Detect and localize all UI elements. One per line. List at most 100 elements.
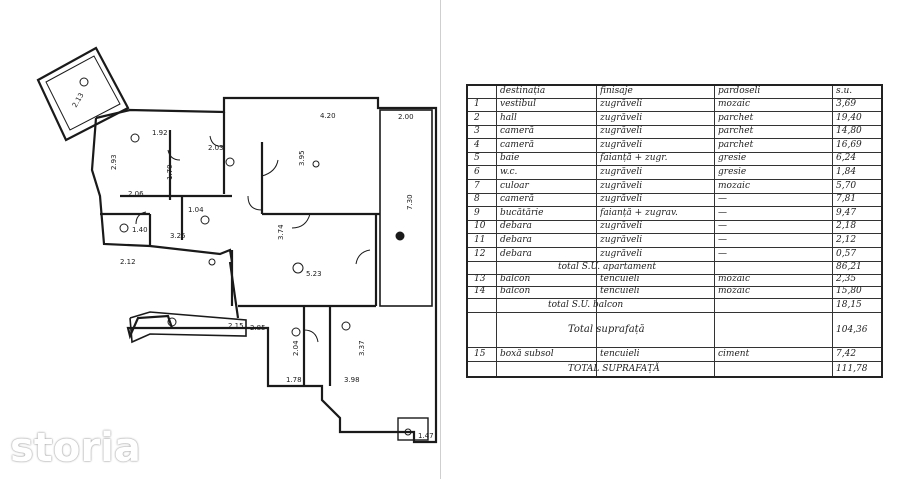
row-nr: 2 xyxy=(474,112,480,123)
row-pard: mozaic xyxy=(718,99,750,109)
row-dest: hall xyxy=(500,112,517,123)
dim-2-04: 2.04 xyxy=(292,340,300,356)
row-nr: 11 xyxy=(474,235,486,245)
total-su-apartment-value: 86,21 xyxy=(836,262,862,272)
header-finisaje: finisaje xyxy=(600,86,633,96)
row-pard: parchet xyxy=(718,112,754,123)
row-nr: 14 xyxy=(474,286,486,296)
dim-3-95: 3.95 xyxy=(298,150,306,166)
dim-1-92: 1.92 xyxy=(152,129,168,137)
row-su: 7,42 xyxy=(836,349,857,359)
dim-3-25: 3.25 xyxy=(170,232,186,240)
table-row: 13 balcon tencuieli mozaic 2,35 xyxy=(468,274,881,287)
dim-1-47: 1.47 xyxy=(418,432,434,440)
row-fin: faianță + zugr. xyxy=(600,153,668,164)
row-fin: tencuieli xyxy=(600,274,640,284)
row-nr: 13 xyxy=(474,274,486,284)
row-dest: cameră xyxy=(500,194,534,205)
row-dest: boxă subsol xyxy=(500,349,554,359)
row-nr: 9 xyxy=(474,207,480,218)
row-dest: debara xyxy=(500,221,532,232)
row-su: 14,80 xyxy=(836,126,862,137)
page-divider xyxy=(440,0,441,479)
table-row: 5 baie faianță + zugr. gresie 6,24 xyxy=(468,152,881,167)
header-su: s.u. xyxy=(836,86,853,96)
grand-total-row: TOTAL SUPRAFAȚĂ 111,78 xyxy=(468,362,881,376)
outer-wall xyxy=(95,96,438,444)
row-dest: cameră xyxy=(500,139,534,150)
row-pard: gresie xyxy=(718,167,747,177)
row-fin: zugrăveli xyxy=(600,167,643,177)
row-dest: balcon xyxy=(500,274,531,284)
row-su: 6,24 xyxy=(836,153,857,164)
row-su: 3,69 xyxy=(836,99,857,109)
row-su: 2,18 xyxy=(836,221,857,232)
dim-2-93: 2.93 xyxy=(110,154,118,170)
row-fin: zugrăveli xyxy=(600,139,643,150)
dim-2-85: 2.85 xyxy=(250,324,266,332)
area-schedule-table: destinația finisaje pardoseli s.u. 1 vest… xyxy=(466,84,883,378)
dim-2-12: 2.12 xyxy=(120,258,136,266)
dim-3-74: 3.74 xyxy=(277,224,285,240)
row-su: 16,69 xyxy=(836,139,862,150)
table-row: 10 debara zugrăveli — 2,18 xyxy=(468,220,881,235)
dim-2-03: 2.03 xyxy=(208,144,224,152)
row-pard: gresie xyxy=(718,153,747,164)
row-su: 15,80 xyxy=(836,286,862,296)
grand-total-label: TOTAL SUPRAFAȚĂ xyxy=(568,364,660,374)
row-su: 0,57 xyxy=(836,248,857,259)
row-nr: 3 xyxy=(474,126,480,137)
dim-2-15: 2.15 xyxy=(228,322,244,330)
table-row: 14 balcon tencuieli mozaic 15,80 xyxy=(468,286,881,299)
row-dest: vestibul xyxy=(500,99,536,109)
total-su-balcony-row: total S.U. balcon 18,15 xyxy=(468,298,881,313)
row-dest: bucătărie xyxy=(500,207,544,218)
dim-3-37: 3.37 xyxy=(358,340,366,356)
header-pardoseli: pardoseli xyxy=(718,86,761,96)
row-pard: — xyxy=(718,221,727,232)
row-nr: 5 xyxy=(474,153,480,164)
balcony-13-outline xyxy=(36,46,130,142)
dim-7-30: 7.30 xyxy=(406,194,414,210)
row-pard: mozaic xyxy=(718,274,750,284)
row-fin: tencuieli xyxy=(600,349,640,359)
row-fin: zugrăveli xyxy=(600,221,643,232)
dim-4-20: 4.20 xyxy=(320,112,336,120)
total-surface-label: Total suprafață xyxy=(568,324,645,335)
row-nr: 8 xyxy=(474,194,480,205)
row-nr: 15 xyxy=(474,349,486,359)
row-dest: culoar xyxy=(500,180,529,191)
row-pard: mozaic xyxy=(718,286,750,296)
table-header-row: destinația finisaje pardoseli s.u. xyxy=(468,86,881,99)
row-dest: debara xyxy=(500,235,532,245)
row-su: 1,84 xyxy=(836,167,857,177)
dim-1-40: 1.40 xyxy=(132,226,148,234)
dim-1-70: 1.70 xyxy=(166,164,174,180)
row-nr: 1 xyxy=(474,99,480,109)
row-nr: 6 xyxy=(474,167,480,177)
dim-2-00: 2.00 xyxy=(398,113,414,121)
row-fin: zugrăveli xyxy=(600,180,643,191)
table-row: 15 boxă subsol tencuieli ciment 7,42 xyxy=(468,348,881,362)
balcony-14-outline xyxy=(379,109,433,307)
dim-2-13: 2.13 xyxy=(71,91,86,109)
row-pard: — xyxy=(718,235,727,245)
row-pard: ciment xyxy=(718,349,750,359)
row-fin: zugrăveli xyxy=(600,99,643,109)
row-su: 5,70 xyxy=(836,180,857,191)
grand-total-value: 111,78 xyxy=(836,364,868,374)
row-pard: parchet xyxy=(718,126,754,137)
dim-2-06: 2.06 xyxy=(128,190,144,198)
row-su: 7,81 xyxy=(836,194,857,205)
total-su-apartment-row: total S.U. apartament 86,21 xyxy=(468,262,881,275)
row-su: 2,35 xyxy=(836,274,857,284)
row-nr: 10 xyxy=(474,221,486,232)
row-su: 19,40 xyxy=(836,112,862,123)
row-fin: zugrăveli xyxy=(600,235,643,245)
row-dest: baie xyxy=(500,153,520,164)
row-pard: — xyxy=(718,207,727,218)
